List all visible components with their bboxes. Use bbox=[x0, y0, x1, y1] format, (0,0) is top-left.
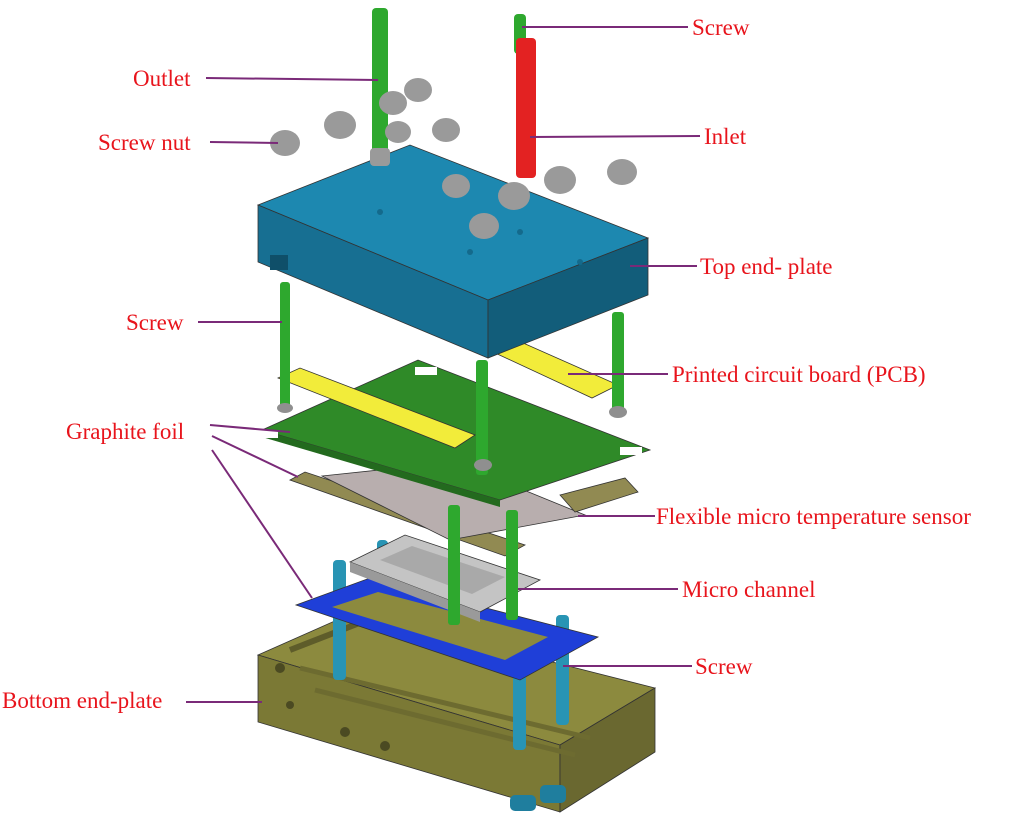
label-flexible-sensor: Flexible micro temperature sensor bbox=[656, 504, 971, 529]
sensor-tab bbox=[559, 477, 639, 513]
tie-rod bbox=[280, 282, 290, 407]
inlet-pipe bbox=[514, 14, 536, 178]
tie-rod bbox=[506, 510, 518, 620]
micro-channel bbox=[349, 534, 542, 622]
top-plate-hole bbox=[467, 249, 473, 255]
label-pcb: Printed circuit board (PCB) bbox=[672, 362, 926, 387]
top-end-plate bbox=[256, 144, 650, 359]
screw-nut bbox=[379, 91, 407, 115]
leader-lines bbox=[186, 26, 701, 703]
leader-outlet bbox=[205, 77, 379, 81]
label-screw-bottom: Screw bbox=[695, 654, 753, 679]
tie-rod-nut bbox=[609, 406, 627, 418]
printed-circuit-board bbox=[260, 334, 652, 507]
screw-nut bbox=[442, 174, 470, 198]
bottom-plate-hole bbox=[340, 727, 350, 737]
screw-nut bbox=[544, 166, 576, 194]
top-plate-notch bbox=[270, 255, 288, 270]
bottom-plate-hole bbox=[286, 701, 294, 709]
inlet-pipe-body bbox=[516, 38, 536, 178]
bottom-plate-groove bbox=[299, 665, 591, 741]
pcb-edge bbox=[262, 430, 500, 507]
label-outlet: Outlet bbox=[133, 66, 191, 91]
screw-nut bbox=[469, 213, 499, 239]
labels: Screw Outlet Inlet Screw nut Top end- pl… bbox=[2, 15, 971, 713]
pcb-slot bbox=[260, 430, 278, 438]
leader-graphite-foil-3 bbox=[211, 449, 313, 599]
bottom-plate-groove bbox=[314, 687, 576, 758]
outlet-pipe bbox=[370, 8, 390, 166]
outlet-pipe-body bbox=[372, 8, 388, 158]
label-screw-nut: Screw nut bbox=[98, 130, 191, 155]
outlet-pipe-fitting bbox=[370, 148, 390, 166]
gasket-inner bbox=[332, 592, 548, 660]
label-top-end-plate: Top end- plate bbox=[700, 254, 833, 279]
bottom-end-plate bbox=[256, 611, 657, 813]
screw-nut bbox=[607, 159, 637, 185]
tie-rods bbox=[277, 282, 627, 625]
label-micro-channel: Micro channel bbox=[682, 577, 815, 602]
pcb-slot bbox=[620, 447, 642, 455]
label-screw-left: Screw bbox=[126, 310, 184, 335]
bottom-plate-hole bbox=[380, 741, 390, 751]
screw-nut bbox=[498, 182, 530, 210]
screw-nut bbox=[385, 121, 411, 143]
leader-graphite-foil-1 bbox=[209, 424, 291, 433]
label-bottom-end-plate: Bottom end-plate bbox=[2, 688, 162, 713]
screw-nut bbox=[432, 118, 460, 142]
bottom-plate-foot bbox=[510, 795, 536, 811]
label-screw-top: Screw bbox=[692, 15, 750, 40]
pcb-connector-strip-left bbox=[276, 367, 476, 449]
leader-inlet bbox=[529, 135, 701, 138]
label-inlet: Inlet bbox=[704, 124, 747, 149]
screw-nut bbox=[270, 130, 300, 156]
micro-channel-edge bbox=[350, 562, 480, 622]
tie-rod-nut bbox=[474, 459, 492, 471]
top-plate-hole bbox=[377, 209, 383, 215]
top-plate-hole bbox=[517, 229, 523, 235]
tie-rod bbox=[448, 505, 460, 625]
leader-screw-nut bbox=[209, 141, 279, 144]
top-plate-right-face bbox=[487, 237, 649, 359]
leader-graphite-foil-2 bbox=[211, 435, 299, 478]
bottom-plate-hole bbox=[275, 663, 285, 673]
screw-nuts bbox=[270, 78, 637, 239]
micro-channel-recess bbox=[380, 546, 505, 594]
screw-nut bbox=[324, 111, 356, 139]
top-plate-hole bbox=[577, 259, 583, 265]
screw-nut bbox=[404, 78, 432, 102]
gasket-frame bbox=[294, 577, 600, 681]
tie-rod-nut bbox=[277, 403, 293, 413]
label-graphite-foil: Graphite foil bbox=[66, 419, 184, 444]
pcb-slot bbox=[415, 367, 437, 375]
bottom-plate-foot bbox=[540, 785, 566, 803]
tie-rod bbox=[612, 312, 624, 417]
tie-rod bbox=[476, 360, 488, 475]
